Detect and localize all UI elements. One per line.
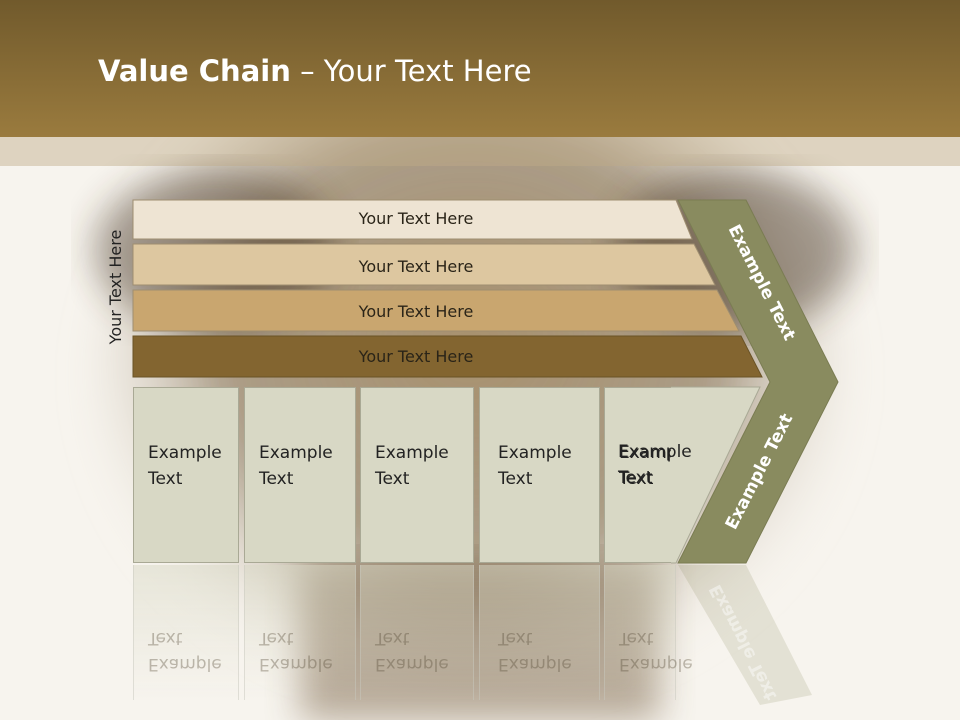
support-bar-3-label: Your Text Here xyxy=(358,302,474,321)
margin-arrow xyxy=(677,199,839,564)
margin-arrow-reflection xyxy=(678,565,812,705)
support-bar-1 xyxy=(132,199,693,240)
support-bar-3 xyxy=(132,289,740,332)
page-title: Value Chain – Your Text Here xyxy=(98,54,532,88)
page-title-rest: – Your Text Here xyxy=(290,54,532,88)
support-bar-1-label: Your Text Here xyxy=(358,209,474,228)
support-bar-4 xyxy=(132,335,763,378)
support-bar-2 xyxy=(132,243,716,286)
page-title-bold: Value Chain xyxy=(98,54,291,88)
support-bar-4-label: Your Text Here xyxy=(358,347,474,366)
support-activity-bars: Your Text Here Your Text Here Your Text … xyxy=(132,199,763,378)
support-bar-2-label: Your Text Here xyxy=(358,257,474,276)
title-bar-strip xyxy=(0,137,960,166)
title-bar xyxy=(0,0,960,137)
